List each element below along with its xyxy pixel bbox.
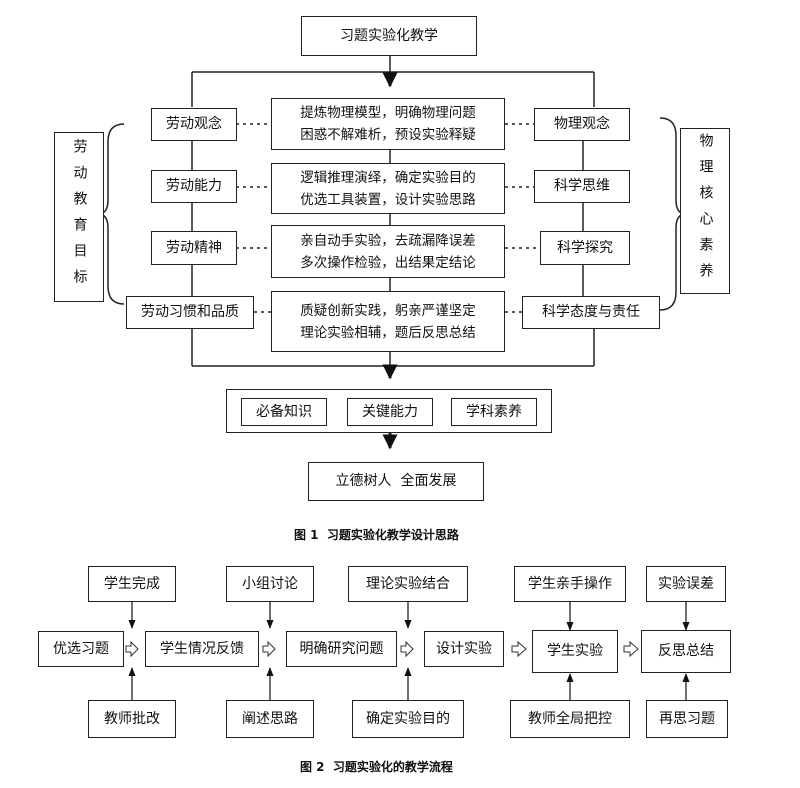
left-group-label: 劳动教育目标 [71,139,88,295]
flow-top-box-5: 实验误差 [646,566,726,602]
flow-top-box-2: 小组讨论 [226,566,314,602]
flow-mid-box-2: 学生情况反馈 [145,631,259,667]
flow-bottom-box-2: 阐述思路 [226,700,314,738]
mid-box-2: 逻辑推理演绎，确定实验目的 优选工具装置，设计实验思路 [271,163,505,214]
right-box-1: 物理观念 [534,108,630,141]
flow-mid-box-3: 明确研究问题 [286,631,397,667]
mid-box-2-line-1: 逻辑推理演绎，确定实验目的 [300,169,476,186]
left-box-1: 劳动观念 [151,108,237,141]
left-box-4: 劳动习惯和品质 [126,296,254,329]
flow-bottom-box-5: 再思习题 [646,700,728,738]
flow-top-box-1: 学生完成 [88,566,176,602]
mid-box-3-line-1: 亲自动手实验，去疏漏降误差 [300,232,476,249]
mid-box-1-line-1: 提炼物理模型，明确物理问题 [300,105,476,121]
flow-bottom-box-4: 教师全局把控 [510,700,630,738]
outcome-box-3: 学科素养 [451,398,537,426]
mid-box-3-line-2: 多次操作检验，出结果定结论 [300,254,476,271]
right-box-2: 科学思维 [534,170,630,203]
mid-box-4-line-1: 质疑创新实践，躬亲严谨坚定 [300,302,476,319]
right-group-box: 物理核心素养 [680,128,730,294]
left-box-2: 劳动能力 [151,170,237,203]
figure-1-caption: 图 1 习题实验化教学设计思路 [294,528,459,542]
flow-mid-box-4: 设计实验 [424,631,504,667]
right-box-3: 科学探究 [540,231,630,265]
right-box-4: 科学态度与责任 [522,296,660,329]
flow-top-box-4: 学生亲手操作 [514,566,626,602]
outcome-box-2: 关键能力 [347,398,433,426]
left-box-3: 劳动精神 [151,231,237,265]
goal-box: 立德树人 全面发展 [308,462,484,501]
left-group-box: 劳动教育目标 [54,132,104,302]
flow-mid-box-6: 反思总结 [641,630,731,673]
mid-box-1-line-2: 困惑不解难析，预设实验释疑 [300,127,476,143]
figure-2-caption: 图 2 习题实验化的教学流程 [300,760,453,774]
flow-bottom-box-1: 教师批改 [88,700,176,738]
mid-box-4: 质疑创新实践，躬亲严谨坚定 理论实验相辅，题后反思总结 [271,291,505,352]
flow-mid-box-5: 学生实验 [532,630,618,673]
top-box: 习题实验化教学 [301,16,477,56]
outcome-box-1: 必备知识 [241,398,327,426]
flow-top-box-3: 理论实验结合 [348,566,468,602]
mid-box-3: 亲自动手实验，去疏漏降误差 多次操作检验，出结果定结论 [271,225,505,278]
mid-box-2-line-2: 优选工具装置，设计实验思路 [300,191,476,208]
flow-bottom-box-3: 确定实验目的 [352,700,464,738]
flow-mid-box-1: 优选习题 [38,631,124,667]
mid-box-1: 提炼物理模型，明确物理问题 困惑不解难析，预设实验释疑 [271,98,505,150]
mid-box-4-line-2: 理论实验相辅，题后反思总结 [300,324,476,341]
right-group-label: 物理核心素养 [697,133,714,289]
